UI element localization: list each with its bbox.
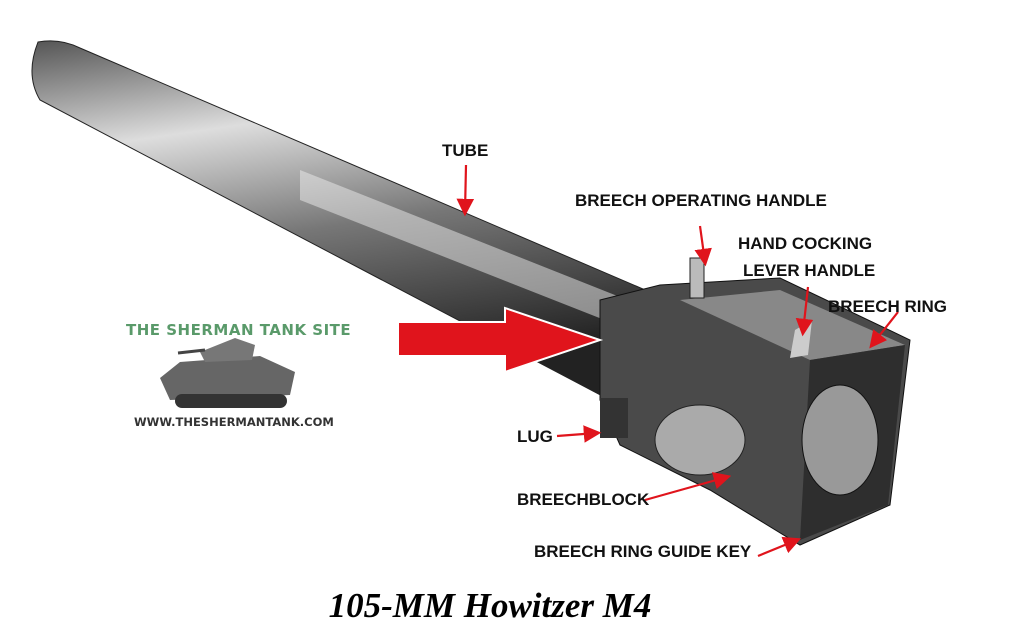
label-hand-cocking-1: HAND COCKING <box>738 234 873 253</box>
caption: 105-MM Howitzer M4 <box>328 586 652 625</box>
label-breech-ring-guide-key: BREECH RING GUIDE KEY <box>534 542 752 561</box>
label-breech-operating-handle: BREECH OPERATING HANDLE <box>575 191 827 210</box>
big-red-arrow <box>397 306 604 374</box>
label-breechblock: BREECHBLOCK <box>517 490 650 509</box>
label-breech-ring: BREECH RING <box>828 297 948 316</box>
label-tube: TUBE <box>442 141 489 160</box>
logo-title: THE SHERMAN TANK SITE <box>126 321 352 339</box>
logo-url: WWW.THESHERMANTANK.COM <box>134 415 334 429</box>
label-hand-cocking-2: LEVER HANDLE <box>743 261 876 280</box>
tank-logo-image <box>160 338 295 408</box>
label-lug: LUG <box>517 427 553 446</box>
pointer-arrows <box>456 164 899 558</box>
